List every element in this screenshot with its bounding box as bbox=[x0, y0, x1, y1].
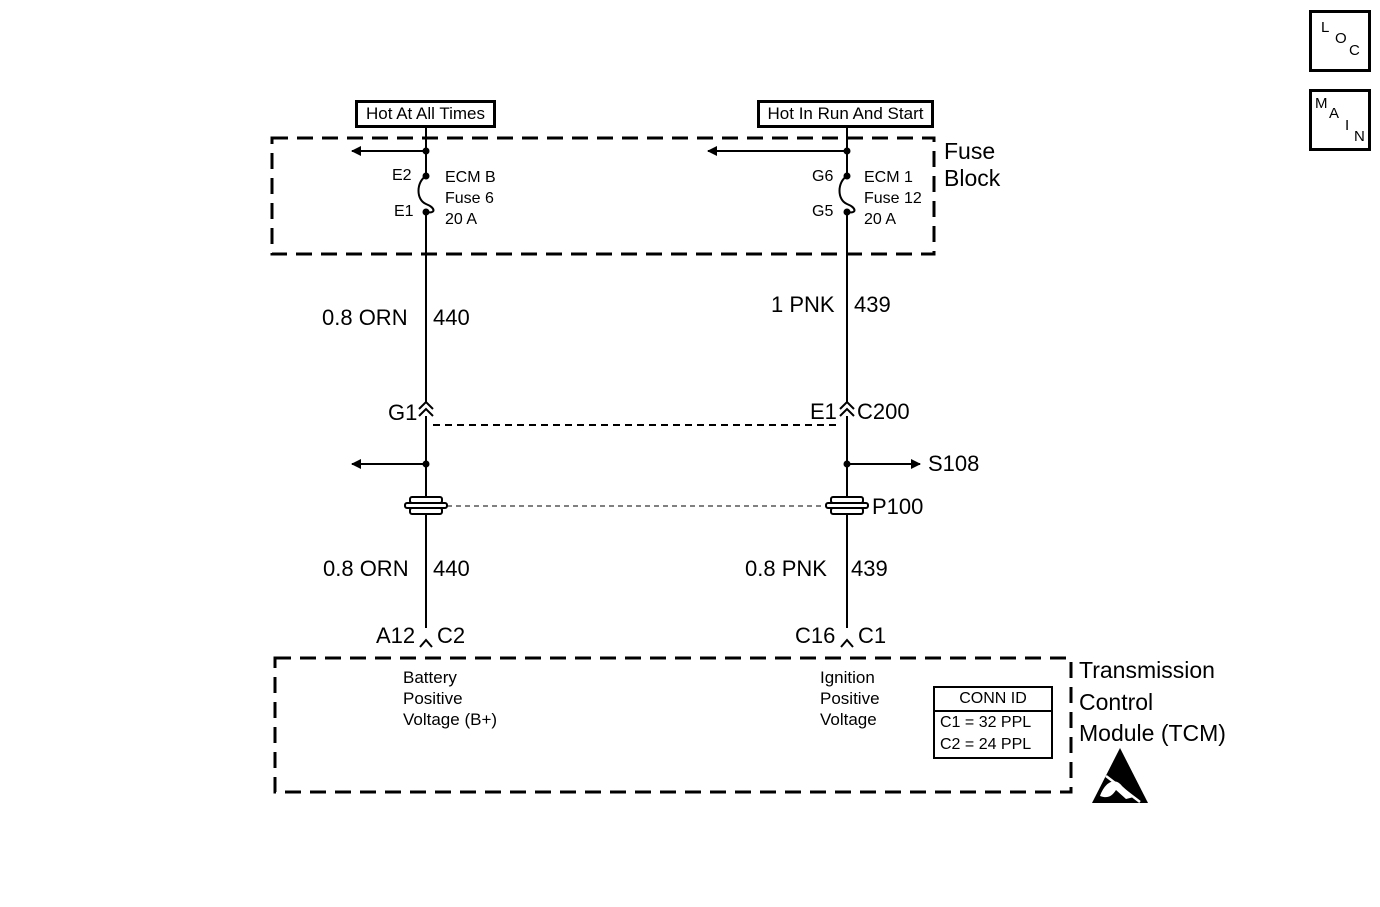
main-letter-m: M bbox=[1315, 95, 1328, 112]
right-fuse-number: Fuse 12 bbox=[864, 190, 922, 207]
loc-letter-c: C bbox=[1349, 42, 1360, 59]
c200-connector-name: C200 bbox=[857, 399, 910, 424]
esd-warning-icon bbox=[1092, 748, 1148, 803]
ignition-label-line2: Positive bbox=[820, 689, 880, 708]
right-lower-wire-color: 0.8 PNK bbox=[745, 556, 827, 581]
tcm-title-line1: Transmission bbox=[1079, 657, 1215, 683]
right-fuse-name: ECM 1 bbox=[864, 169, 913, 186]
c200-left-pin: G1 bbox=[388, 400, 418, 425]
hot-at-all-times-box: Hot At All Times bbox=[355, 100, 496, 128]
left-lower-wire-color: 0.8 ORN bbox=[323, 556, 409, 581]
right-fuse-bottom-pin: G5 bbox=[812, 203, 834, 220]
tcm-left-pin: A12 bbox=[376, 623, 416, 648]
loc-nav-button[interactable]: L O C bbox=[1309, 10, 1371, 72]
fuse-block-title-line1: Fuse bbox=[944, 138, 996, 164]
ignition-label-line3: Voltage bbox=[820, 710, 877, 729]
fuse-block-outline bbox=[270, 136, 936, 256]
conn-id-row-c1: C1 = 32 PPL bbox=[940, 714, 1032, 731]
right-upper-wire-color: 1 PNK bbox=[771, 292, 835, 317]
left-upper-wire-color: 0.8 ORN bbox=[322, 305, 408, 330]
right-fuse-rating: 20 A bbox=[864, 211, 897, 228]
c200-right-pin: E1 bbox=[810, 399, 837, 424]
right-fuse-top-pin: G6 bbox=[812, 168, 834, 185]
left-fuse-name: ECM B bbox=[445, 169, 496, 186]
right-lower-wire-circuit: 439 bbox=[851, 556, 888, 581]
p100-passthrough-label: P100 bbox=[872, 494, 924, 519]
right-circuit-wire bbox=[838, 126, 856, 628]
tcm-right-connector: C1 bbox=[858, 623, 887, 648]
main-nav-button[interactable]: M A I N bbox=[1309, 89, 1371, 151]
left-lower-wire-circuit: 440 bbox=[433, 556, 470, 581]
tcm-title-line3: Module (TCM) bbox=[1079, 720, 1226, 746]
hot-in-run-and-start-box: Hot In Run And Start bbox=[757, 100, 934, 128]
loc-letter-l: L bbox=[1321, 19, 1330, 36]
left-fuse-rating: 20 A bbox=[445, 211, 478, 228]
tcm-connector-symbol bbox=[419, 638, 854, 648]
main-letter-i: I bbox=[1345, 117, 1350, 134]
tcm-left-connector: C2 bbox=[437, 623, 466, 648]
tcm-title-line2: Control bbox=[1079, 689, 1154, 715]
right-upper-wire-circuit: 439 bbox=[854, 292, 891, 317]
conn-id-table: CONN ID C1 = 32 PPL C2 = 24 PPL bbox=[933, 686, 1053, 759]
battery-label-line1: Battery bbox=[403, 668, 457, 687]
left-upper-wire-circuit: 440 bbox=[433, 305, 470, 330]
battery-label-line3: Voltage (B+) bbox=[403, 710, 498, 729]
conn-id-row-c2: C2 = 24 PPL bbox=[940, 736, 1032, 753]
p100-grommet-symbol bbox=[404, 496, 869, 515]
main-letter-n: N bbox=[1354, 128, 1365, 145]
c200-connector-symbol bbox=[418, 400, 855, 417]
left-fuse-top-pin: E2 bbox=[392, 167, 412, 184]
main-letter-a: A bbox=[1329, 105, 1340, 122]
tcm-outline bbox=[273, 656, 1073, 794]
left-fuse-number: Fuse 6 bbox=[445, 190, 494, 207]
fuse-block-title-line2: Block bbox=[944, 165, 1001, 191]
ignition-label-line1: Ignition bbox=[820, 668, 875, 687]
conn-id-header: CONN ID bbox=[935, 688, 1051, 712]
loc-letter-o: O bbox=[1335, 30, 1347, 47]
tcm-right-pin: C16 bbox=[795, 623, 836, 648]
left-fuse-bottom-pin: E1 bbox=[394, 203, 414, 220]
left-circuit-wire bbox=[417, 126, 435, 628]
s108-splice-label: S108 bbox=[928, 451, 980, 476]
battery-label-line2: Positive bbox=[403, 689, 463, 708]
